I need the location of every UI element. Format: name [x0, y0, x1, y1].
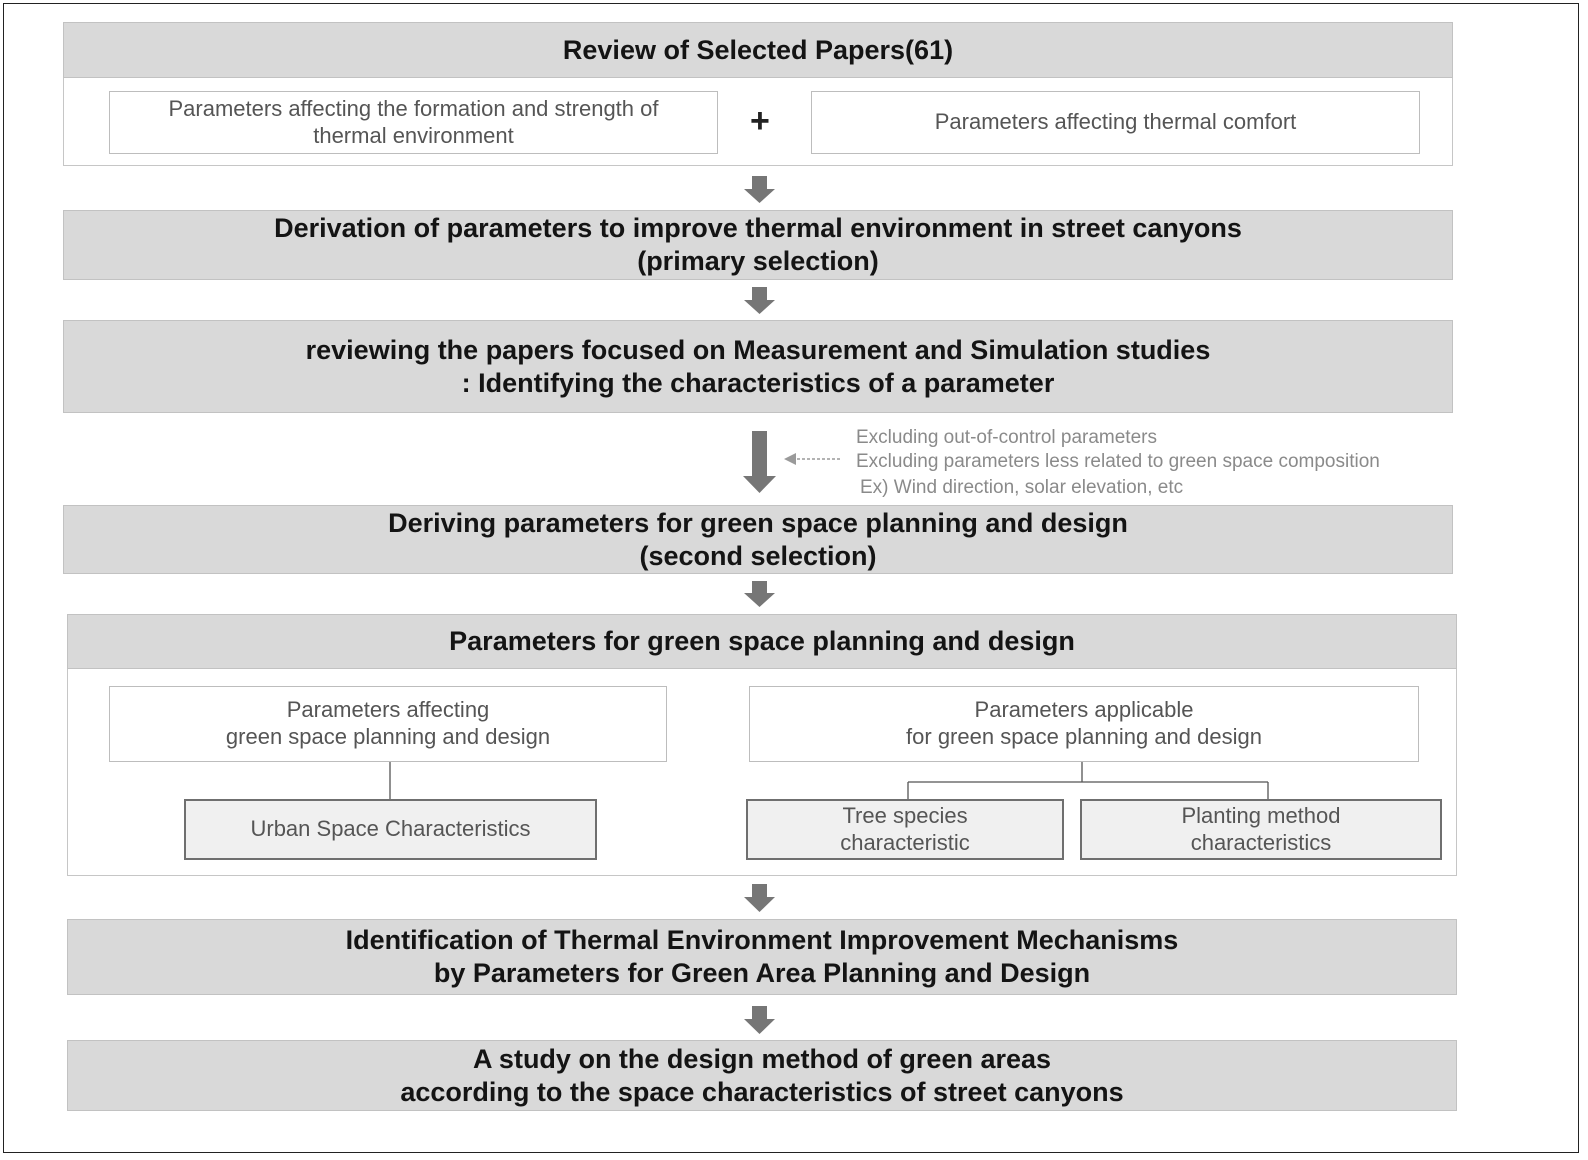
step-review-measurement-simulation: reviewing the papers focused on Measurem… [63, 320, 1453, 413]
params-panel-title: Parameters for green space planning and … [67, 614, 1457, 669]
exclusion-pointer-arrow [784, 453, 840, 465]
plus-sign: + [750, 102, 770, 140]
outer-frame [3, 3, 1579, 1153]
param-thermal-environment: Parameters affecting the formation and s… [109, 91, 718, 154]
down-arrow-5 [744, 1006, 775, 1034]
step-identification-mechanisms: Identification of Thermal Environment Im… [67, 919, 1457, 995]
connector-lines [389, 762, 1269, 799]
step-second-selection: Deriving parameters for green space plan… [63, 505, 1453, 574]
down-arrow-long [743, 431, 776, 493]
param-affecting-box: Parameters affecting green space plannin… [109, 686, 667, 762]
planting-method-characteristics: Planting method characteristics [1080, 799, 1442, 860]
step-design-method-study: A study on the design method of green ar… [67, 1040, 1457, 1111]
step-primary-selection: Derivation of parameters to improve ther… [63, 210, 1453, 280]
down-arrow-2 [744, 287, 775, 314]
exclusion-note-3: Ex) Wind direction, solar elevation, etc [860, 477, 1184, 498]
urban-space-characteristics: Urban Space Characteristics [184, 799, 597, 860]
param-applicable-box: Parameters applicable for green space pl… [749, 686, 1419, 762]
exclusion-note-1: Excluding out-of-control parameters [856, 427, 1157, 448]
down-arrow-1 [744, 176, 775, 203]
down-arrow-4 [744, 884, 775, 912]
review-title: Review of Selected Papers(61) [63, 22, 1453, 78]
down-arrow-3 [744, 581, 775, 607]
param-thermal-comfort: Parameters affecting thermal comfort [811, 91, 1420, 154]
exclusion-note-2: Excluding parameters less related to gre… [856, 451, 1380, 472]
tree-species-characteristic: Tree species characteristic [746, 799, 1064, 860]
